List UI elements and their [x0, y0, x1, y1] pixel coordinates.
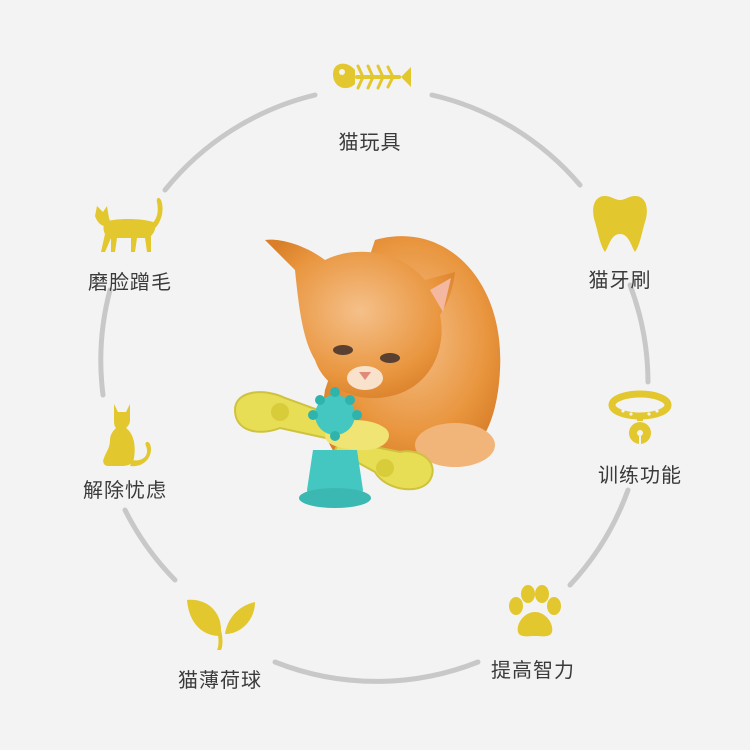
feature-label: 磨脸蹭毛 — [88, 270, 172, 294]
feature-intelligence: 提高智力 — [458, 580, 608, 690]
feature-label: 提高智力 — [491, 658, 575, 682]
ring-arc — [98, 287, 113, 398]
paw-print-icon — [509, 585, 561, 637]
windmill-toy — [233, 387, 434, 508]
feature-label: 猫玩具 — [338, 130, 402, 154]
ring-arc — [567, 487, 631, 588]
ring-arc — [429, 92, 583, 188]
feature-catnip: 猫薄荷球 — [145, 590, 295, 700]
feature-label: 猫薄荷球 — [178, 668, 262, 692]
fish-bone-icon — [333, 63, 411, 90]
feature-training: 训练功能 — [565, 385, 715, 495]
sitting-cat-icon — [103, 404, 152, 467]
ring-arc — [122, 507, 178, 583]
feature-teeth: 猫牙刷 — [545, 190, 695, 300]
leaf-icon — [187, 599, 255, 650]
kitten-with-windmill-toy-photo — [233, 236, 501, 508]
ring-arc — [627, 282, 651, 385]
ring-arc — [162, 92, 318, 193]
ring-arc — [272, 659, 481, 684]
feature-anxiety: 解除忧虑 — [50, 400, 200, 510]
feature-face-rub: 磨脸蹭毛 — [55, 192, 205, 302]
feature-label: 解除忧虑 — [83, 478, 167, 502]
walking-cat-icon — [95, 197, 163, 252]
feature-toy: 猫玩具 — [295, 52, 445, 162]
feature-label: 猫牙刷 — [588, 268, 652, 292]
feature-label: 训练功能 — [598, 463, 682, 487]
kitten-head — [265, 239, 455, 399]
cat-collar-icon — [608, 390, 672, 444]
tooth-icon — [593, 196, 647, 252]
